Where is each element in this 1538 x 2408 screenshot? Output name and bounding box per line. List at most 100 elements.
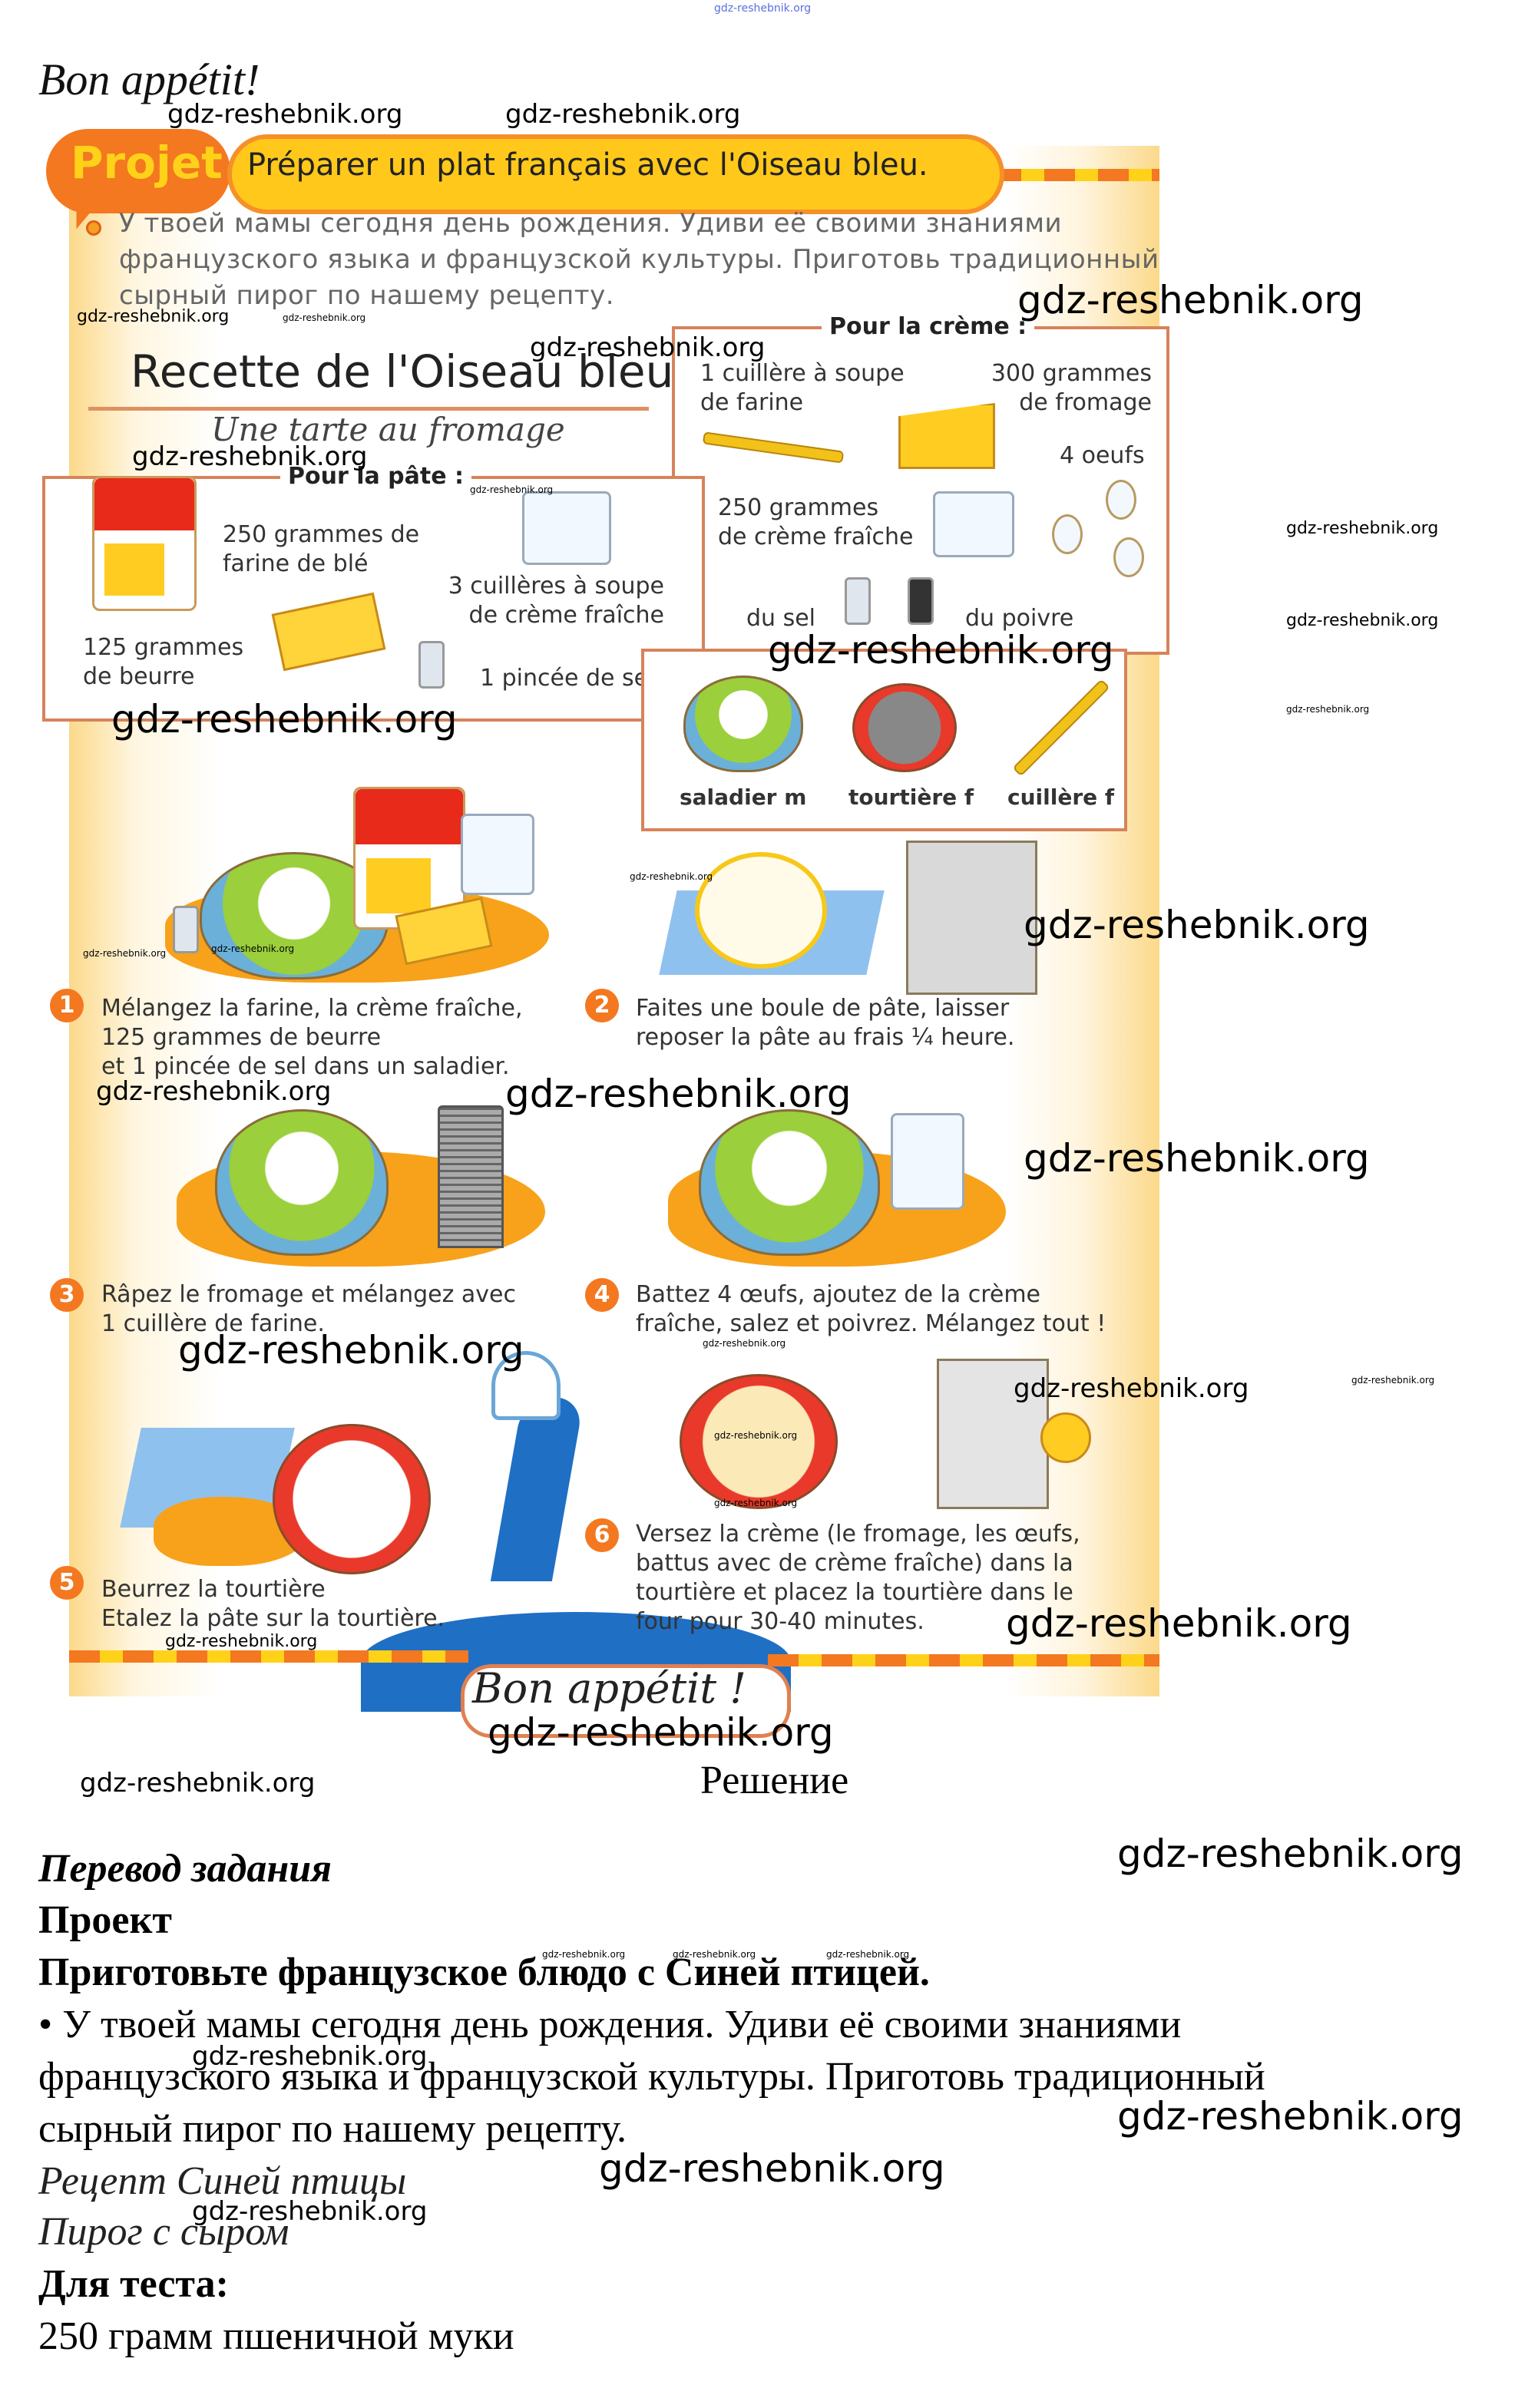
watermark: gdz-reshebnik.org bbox=[1014, 1373, 1249, 1404]
egg-icon bbox=[1113, 537, 1144, 577]
ingredient-flour: 250 grammes de farine de blé bbox=[223, 521, 420, 577]
flour-bag-icon bbox=[92, 476, 197, 611]
watermark: gdz-reshebnik.org bbox=[77, 307, 230, 326]
recipe-title-ru: Рецепт Синей птицы bbox=[38, 2159, 407, 2203]
watermark: gdz-reshebnik.org bbox=[1286, 519, 1439, 538]
watermark: gdz-reshebnik.org bbox=[1024, 1136, 1370, 1181]
page-bottom-dashed-border bbox=[69, 1650, 468, 1663]
watermark: gdz-reshebnik.org bbox=[703, 1338, 786, 1349]
step-number: 3 bbox=[50, 1278, 84, 1312]
watermark: gdz-reshebnik.org bbox=[488, 1710, 834, 1755]
bon-appetit-bubble bbox=[461, 1664, 791, 1738]
watermark: gdz-reshebnik.org bbox=[283, 312, 366, 323]
pie-tin-icon bbox=[273, 1424, 431, 1574]
paragraph-line: французского языка и французской культур… bbox=[38, 2055, 1265, 2099]
watermark: gdz-reshebnik.org bbox=[132, 441, 368, 472]
task-line: У твоей мамы сегодня день рождения. Удив… bbox=[119, 208, 1063, 239]
project-heading: Проект bbox=[38, 1898, 172, 1942]
creme-jar-icon bbox=[461, 814, 534, 895]
tool-label-cuillere: cuillère f bbox=[1007, 784, 1115, 810]
page-bottom-dashed-border bbox=[768, 1654, 1159, 1666]
project-banner-text: Préparer un plat français avec l'Oiseau … bbox=[247, 147, 928, 183]
translation-heading: Перевод задания bbox=[38, 1847, 332, 1891]
paragraph-line: сырный пирог по нашему рецепту. bbox=[38, 2107, 627, 2151]
chef-hat-icon bbox=[491, 1351, 561, 1420]
watermark: gdz-reshebnik.org bbox=[530, 332, 766, 363]
step-6-text: Versez la crème (le fromage, les œufs, b… bbox=[636, 1521, 1080, 1635]
paragraph-line: • У твоей мамы сегодня день рождения. Уд… bbox=[38, 2003, 1182, 2046]
step-number: 4 bbox=[585, 1278, 619, 1312]
projet-bubble bbox=[46, 129, 230, 213]
bon-appetit-text: Bon appétit ! bbox=[472, 1664, 746, 1713]
recipe-subtitle-ru: Пирог с сыром bbox=[38, 2210, 289, 2254]
watermark: gdz-reshebnik.org bbox=[673, 1949, 756, 1960]
ingredient-pepper: du poivre bbox=[965, 605, 1074, 632]
step-3-text: Râpez le fromage et mélangez avec 1 cuil… bbox=[101, 1281, 516, 1337]
pie-tin-icon bbox=[852, 683, 957, 772]
watermark: gdz-reshebnik.org bbox=[470, 484, 554, 495]
creme-jar-icon bbox=[522, 491, 611, 565]
mixing-bowl-icon bbox=[699, 1109, 880, 1256]
watermark: gdz-reshebnik.org bbox=[768, 628, 1114, 672]
ingredient-salt: du sel bbox=[746, 605, 816, 632]
ingredient-butter: 125 grammes de beurre bbox=[83, 634, 244, 690]
tool-label-tourtiere: tourtière f bbox=[848, 784, 974, 810]
watermark: gdz-reshebnik.org bbox=[178, 1328, 524, 1372]
watermark: gdz-reshebnik.org bbox=[211, 943, 295, 954]
dough-item: 250 грамм пшеничной муки bbox=[38, 2314, 514, 2358]
creme-jar-icon bbox=[891, 1113, 964, 1210]
watermark: gdz-reshebnik.org bbox=[1286, 611, 1439, 630]
watermark: gdz-reshebnik.org bbox=[1117, 2094, 1464, 2139]
dough-ball-icon bbox=[695, 852, 827, 969]
egg-icon bbox=[1052, 514, 1083, 554]
step-1-text: Mélangez la farine, la crème fraîche, 12… bbox=[101, 995, 523, 1080]
step-4-text: Battez 4 œufs, ajoutez de la crème fraîc… bbox=[636, 1281, 1106, 1337]
timer-icon bbox=[1040, 1412, 1091, 1463]
watermark: gdz-reshebnik.org bbox=[167, 99, 403, 130]
pepper-shaker-icon bbox=[908, 577, 934, 625]
watermark: gdz-reshebnik.org bbox=[192, 2196, 428, 2227]
watermark: gdz-reshebnik.org bbox=[165, 1632, 318, 1651]
banner-dashed-border bbox=[991, 169, 1159, 181]
step-number: 6 bbox=[585, 1518, 619, 1552]
watermark: gdz-reshebnik.org bbox=[505, 99, 741, 130]
grater-icon bbox=[438, 1105, 504, 1248]
ingredient-salt-pinch: 1 pincée de sel bbox=[480, 665, 655, 692]
bowl-icon bbox=[683, 675, 803, 772]
ingredient-cheese: 300 grammes de fromage bbox=[991, 360, 1152, 416]
watermark: gdz-reshebnik.org bbox=[1024, 903, 1370, 947]
watermark: gdz-reshebnik.org bbox=[714, 1498, 798, 1508]
watermark: gdz-reshebnik.org bbox=[599, 2146, 945, 2191]
watermark: gdz-reshebnik.org bbox=[83, 948, 167, 959]
task-line: французского языка и французской культур… bbox=[119, 244, 1159, 275]
step-number: 2 bbox=[585, 989, 619, 1022]
projet-label: Projet bbox=[71, 137, 223, 189]
watermark: gdz-reshebnik.org bbox=[714, 1430, 798, 1441]
pate-box-title: Pour la pâte : bbox=[280, 463, 472, 490]
watermark: gdz-reshebnik.org bbox=[826, 1949, 910, 1960]
salt-shaker-icon bbox=[173, 906, 199, 953]
step-5-text: Beurrez la tourtière Etalez la pâte sur … bbox=[101, 1576, 445, 1632]
project-banner bbox=[227, 134, 1004, 214]
pie-tin-icon bbox=[680, 1374, 838, 1509]
tool-label-saladier: saladier m bbox=[680, 784, 807, 810]
bullet-icon bbox=[86, 220, 101, 236]
task-line: сырный пирог по нашему рецепту. bbox=[119, 280, 615, 311]
watermark: gdz-reshebnik.org bbox=[80, 1768, 316, 1799]
step-number: 1 bbox=[50, 989, 84, 1022]
top-watermark: gdz-reshebnik.org bbox=[714, 2, 812, 15]
title-divider bbox=[88, 407, 649, 411]
recipe-subtitle: Une tarte au fromage bbox=[211, 411, 565, 448]
ingredient-flour-spoon: 1 cuillère à soupe de farine bbox=[700, 360, 905, 416]
fridge-icon bbox=[906, 841, 1037, 995]
watermark: gdz-reshebnik.org bbox=[630, 871, 713, 882]
egg-icon bbox=[1106, 480, 1136, 520]
watermark: gdz-reshebnik.org bbox=[1017, 278, 1364, 322]
creme-box-title: Pour la crème : bbox=[822, 313, 1035, 340]
step-number: 5 bbox=[50, 1566, 84, 1600]
project-subheading: Приготовьте французское блюдо с Синей пт… bbox=[38, 1951, 930, 1994]
salt-shaker-icon bbox=[845, 577, 871, 625]
solution-label: Решение bbox=[700, 1759, 849, 1802]
watermark: gdz-reshebnik.org bbox=[542, 1949, 626, 1960]
mixing-bowl-icon bbox=[215, 1109, 389, 1256]
